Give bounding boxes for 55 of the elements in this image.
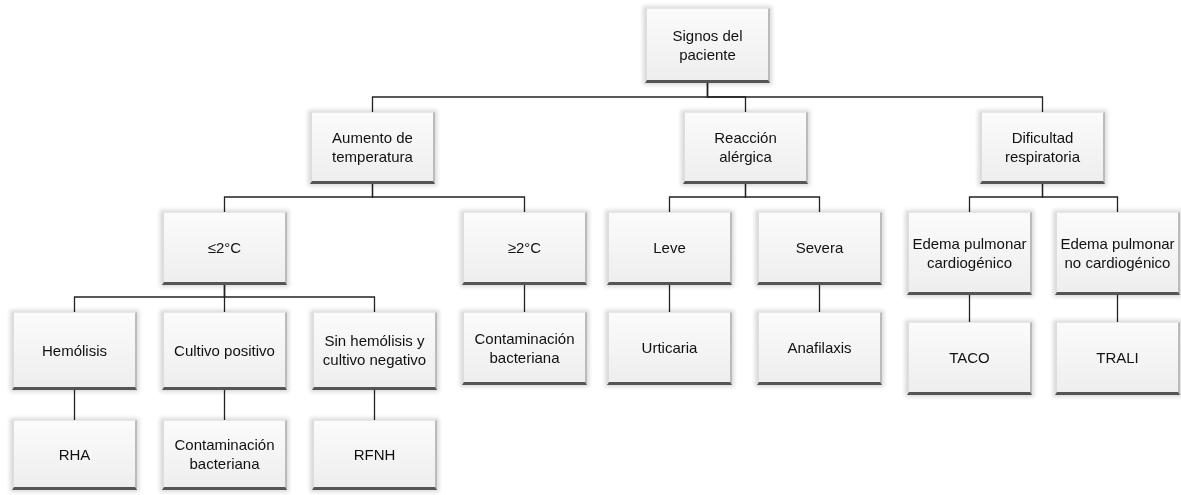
node-label: ≤2°C: [207, 238, 242, 257]
connector-line: [1116, 294, 1119, 323]
node-box: [607, 312, 732, 385]
node-label: TRALI: [1096, 348, 1139, 367]
connector-line: [668, 284, 671, 313]
node-box: [462, 212, 587, 285]
connector-line: [706, 82, 1044, 113]
node-label: Reacción alérgica: [713, 128, 778, 166]
node-label: Edema pulmonar no cardiogénico: [1060, 233, 1175, 272]
node-label: Contaminación bacteriana: [173, 435, 276, 473]
node-box: [757, 212, 882, 285]
node-label: TACO: [949, 348, 990, 367]
node-box: [1055, 212, 1180, 295]
node-label: Dificultad respiratoria: [1004, 128, 1081, 166]
node-box: [907, 212, 1032, 295]
connector-line: [73, 389, 76, 421]
node-box: [312, 420, 437, 490]
node-box: [12, 312, 137, 390]
node-label: ≥2°C: [507, 238, 542, 257]
connector-line: [223, 284, 376, 313]
node-label: Severa: [795, 238, 844, 257]
node-box: [645, 8, 770, 83]
node-label: Contaminación bacteriana: [473, 328, 576, 367]
connector-line: [968, 294, 971, 323]
node-label: Leve: [653, 238, 686, 257]
node-box: [907, 322, 1032, 395]
node-label: Sin hemólisis y cultivo negativo: [321, 331, 428, 369]
node-box: [607, 212, 732, 285]
node-box: [683, 112, 808, 184]
node-label: Signos del paciente: [671, 25, 744, 64]
connector-line: [523, 284, 526, 313]
node-box: [162, 212, 287, 285]
connector-line: [373, 389, 376, 421]
connector-line: [223, 389, 226, 421]
node-label: Edema pulmonar cardiogénico: [912, 233, 1027, 272]
node-label: Aumento de temperatura: [331, 128, 414, 166]
connector-line: [744, 183, 821, 213]
node-box: [462, 312, 587, 385]
node-box: [1055, 322, 1180, 395]
node-label: Hemólisis: [42, 340, 107, 360]
node-label: RFNH: [353, 444, 396, 464]
node-label: RHA: [58, 444, 91, 464]
node-box: [162, 312, 287, 390]
node-label: Cultivo positivo: [174, 340, 275, 360]
node-label: Anafilaxis: [787, 338, 852, 357]
node-box: [162, 420, 287, 490]
node-box: [757, 312, 882, 385]
connector-line: [818, 284, 821, 313]
connector-line: [1041, 183, 1119, 213]
node-label: Urticaria: [641, 338, 698, 357]
node-box: [980, 112, 1105, 184]
connector-line: [371, 183, 526, 213]
node-box: [12, 420, 137, 490]
node-box: [310, 112, 435, 184]
node-box: [312, 312, 437, 390]
